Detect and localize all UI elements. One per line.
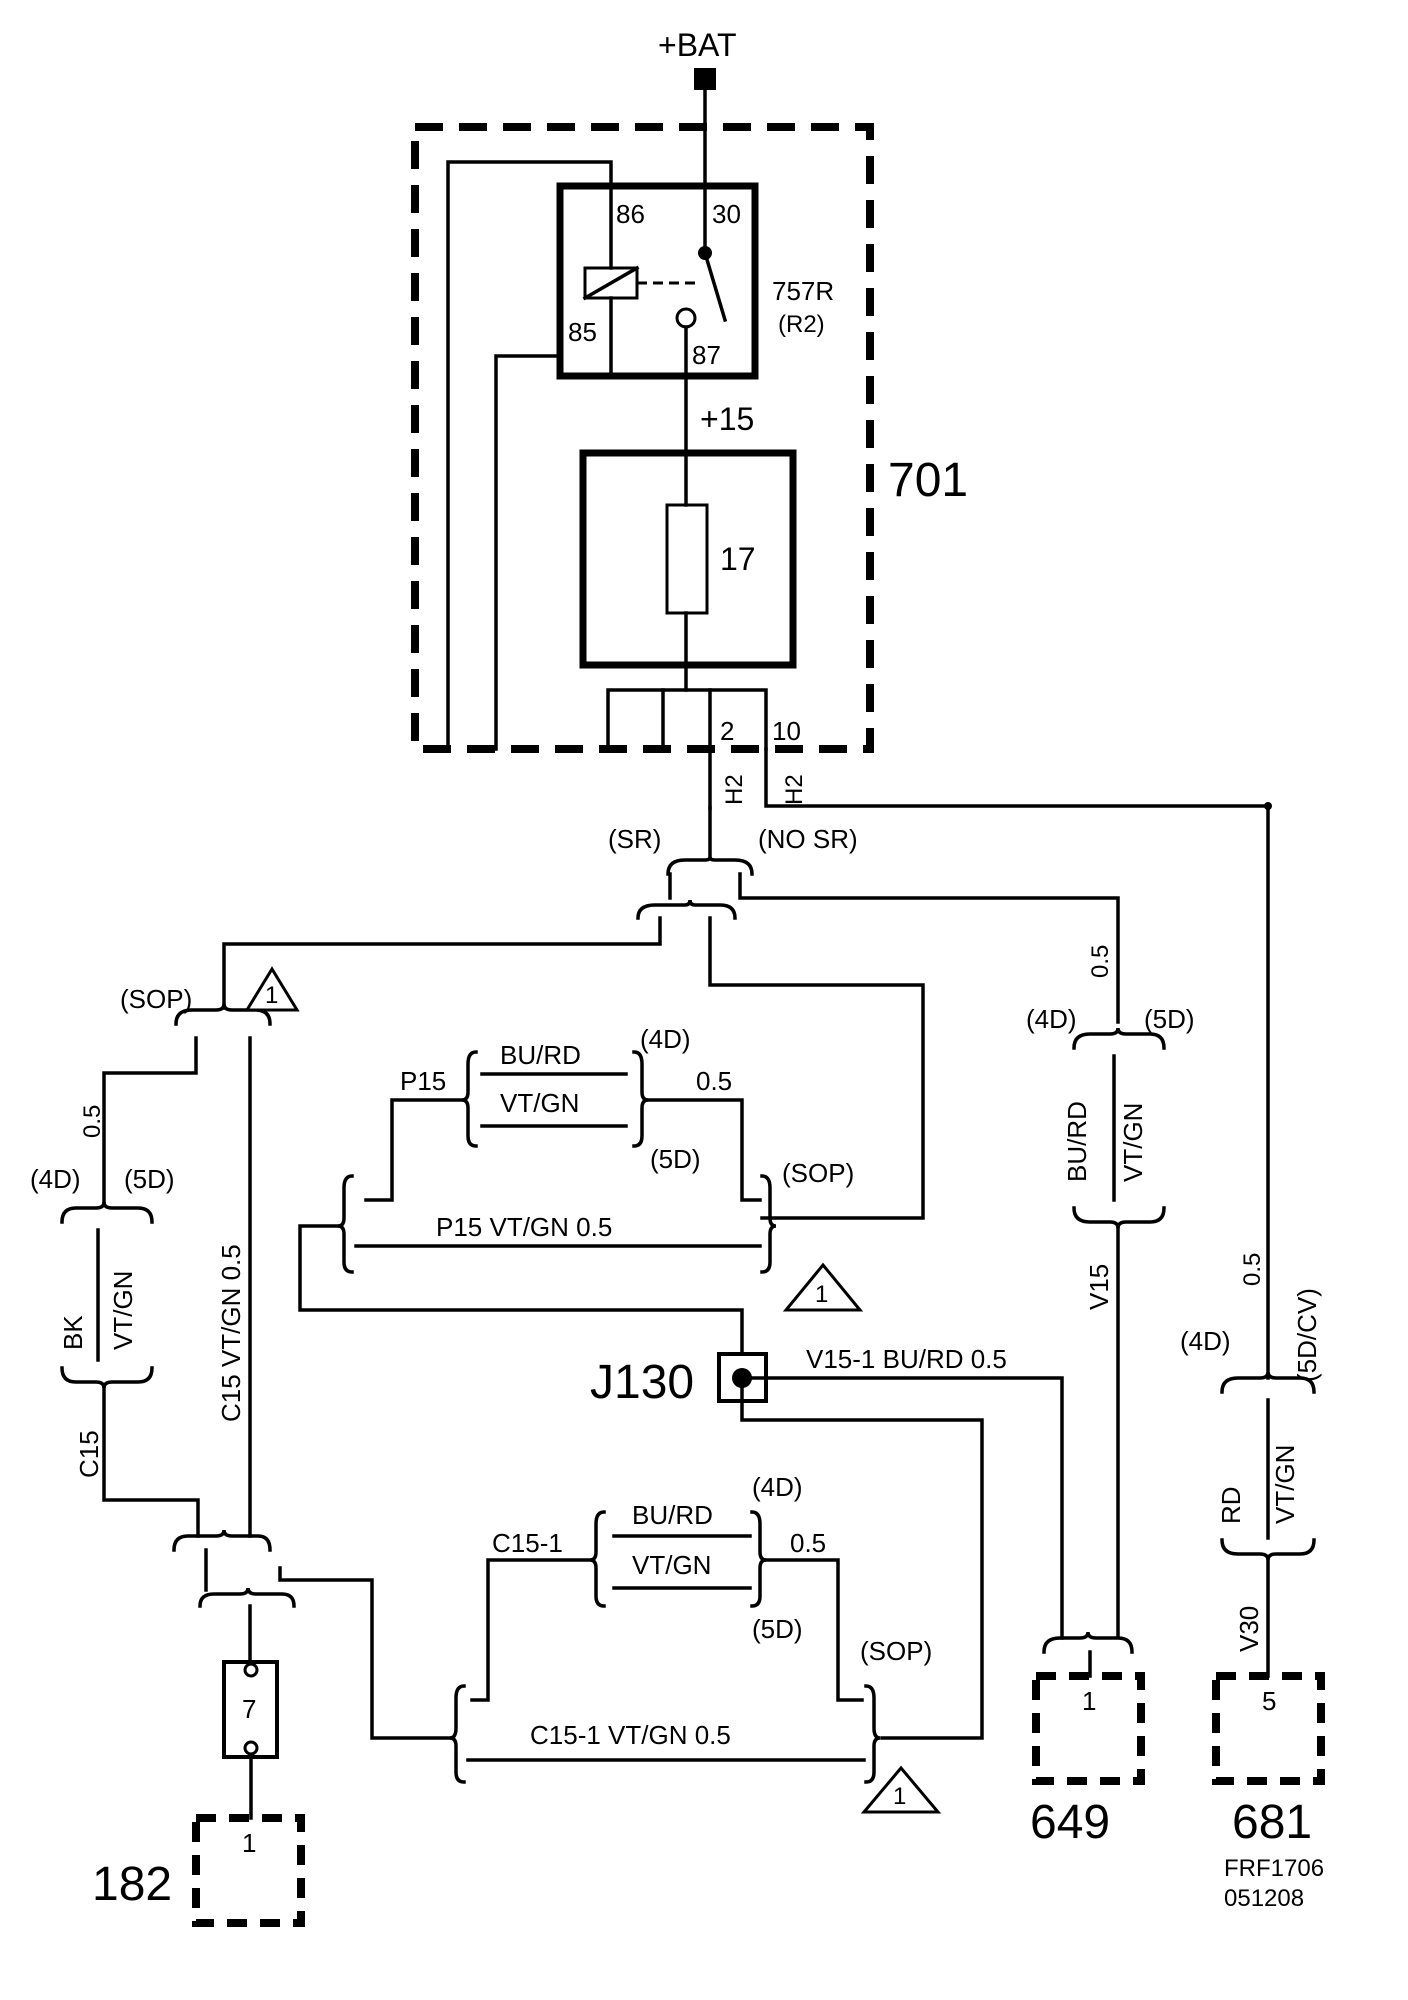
reference-date: 051208 xyxy=(1224,1885,1304,1912)
relay-pin-87: 87 xyxy=(692,340,721,370)
c151-size: 0.5 xyxy=(790,1528,826,1558)
relay-757r xyxy=(556,182,759,380)
component-681 xyxy=(1212,1672,1325,1785)
relay-ref: 757R xyxy=(772,276,834,306)
j130-wire: V15-1 BU/RD 0.5 xyxy=(806,1344,1007,1374)
warning-triangle-icon xyxy=(860,1765,942,1814)
c151-label: C15-1 xyxy=(492,1528,563,1558)
relay-pin-86: 86 xyxy=(616,199,645,229)
left-vtgn: VT/GN xyxy=(108,1271,138,1350)
svg-text:1: 1 xyxy=(265,982,278,1009)
component-182-label: 182 xyxy=(92,1858,172,1911)
c151-5d: (5D) xyxy=(752,1614,803,1644)
sop-top-label: (SOP) xyxy=(120,984,192,1014)
relay-alt: (R2) xyxy=(778,311,825,338)
p15-5d: (5D) xyxy=(650,1144,701,1174)
plus15-label: +15 xyxy=(700,401,754,437)
left-4d: (4D) xyxy=(30,1164,81,1194)
box-701-label: 701 xyxy=(888,454,968,507)
sr-label: (SR) xyxy=(608,824,661,854)
component-681-label: 681 xyxy=(1232,1796,1312,1849)
v30-5dcv: (5D/CV) xyxy=(1292,1288,1322,1382)
p15-vtgn: VT/GN xyxy=(500,1088,579,1118)
nosr-wire-size: 0.5 xyxy=(1087,945,1114,978)
v30-rd: RD xyxy=(1216,1486,1246,1524)
p15-size: 0.5 xyxy=(696,1066,732,1096)
battery-label: +BAT xyxy=(658,27,737,63)
h2-label-b: H2 xyxy=(781,774,808,805)
c151-burd: BU/RD xyxy=(632,1500,713,1530)
component-182-pin: 1 xyxy=(242,1828,256,1858)
v30-size: 0.5 xyxy=(1239,1253,1266,1286)
svg-text:1: 1 xyxy=(815,1281,828,1308)
j130-label: J130 xyxy=(590,1356,694,1409)
left-size: 0.5 xyxy=(79,1105,106,1138)
component-649-label: 649 xyxy=(1030,1796,1110,1849)
relay-pin-85: 85 xyxy=(568,317,597,347)
fuse-label: 17 xyxy=(720,541,756,577)
c151-4d: (4D) xyxy=(752,1472,803,1502)
c151-sop: (SOP) xyxy=(860,1636,932,1666)
warning-triangle-icon xyxy=(782,1262,864,1312)
v30-vtgn: VT/GN xyxy=(1270,1445,1300,1524)
v15-vtgn: VT/GN xyxy=(1118,1103,1148,1182)
p15-sop: (SOP) xyxy=(782,1158,854,1188)
p15-burd: BU/RD xyxy=(500,1040,581,1070)
component-649 xyxy=(1032,1672,1145,1785)
left-5d: (5D) xyxy=(124,1164,175,1194)
component-649-pin: 1 xyxy=(1082,1686,1096,1716)
h2-label-a: H2 xyxy=(721,774,748,805)
c151-line: C15-1 VT/GN 0.5 xyxy=(530,1720,731,1750)
component-681-pin: 5 xyxy=(1262,1686,1276,1716)
v15-4d: (4D) xyxy=(1026,1004,1077,1034)
fuse-icon xyxy=(665,503,709,615)
fuse-box-17 xyxy=(579,449,797,669)
pin-10-label: 10 xyxy=(772,716,801,746)
pin-2-label: 2 xyxy=(720,716,734,746)
v30-4d: (4D) xyxy=(1180,1326,1231,1356)
c151-vtgn: VT/GN xyxy=(632,1550,711,1580)
svg-text:1: 1 xyxy=(893,1783,906,1810)
left-bk: BK xyxy=(58,1315,88,1350)
p15-line: P15 VT/GN 0.5 xyxy=(436,1212,612,1242)
nosr-label: (NO SR) xyxy=(758,824,858,854)
v15-label: V15 xyxy=(1084,1264,1114,1310)
left-c15-long: C15 VT/GN 0.5 xyxy=(216,1244,246,1422)
battery-terminal xyxy=(694,68,716,90)
component-182 xyxy=(192,1814,305,1927)
relay-pin-30: 30 xyxy=(712,199,741,229)
left-c15: C15 xyxy=(74,1430,104,1478)
connector-7-label: 7 xyxy=(242,1694,256,1724)
v30-label: V30 xyxy=(1234,1606,1264,1652)
p15-label: P15 xyxy=(400,1066,446,1096)
v15-5d: (5D) xyxy=(1144,1004,1195,1034)
p15-4d: (4D) xyxy=(640,1024,691,1054)
warning-triangle-icon xyxy=(244,966,300,1012)
box-701 xyxy=(411,123,874,753)
v15-burd: BU/RD xyxy=(1062,1101,1092,1182)
reference-code: FRF1706 xyxy=(1224,1855,1324,1882)
